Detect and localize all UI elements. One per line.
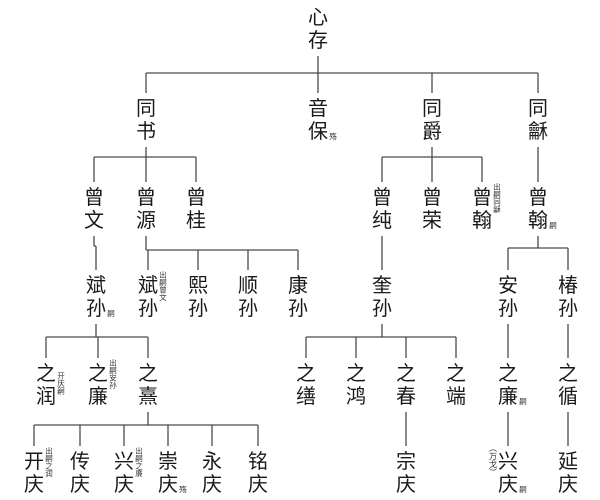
person-note: 出嗣安孙	[108, 358, 117, 390]
person-name-char-2: 庆	[202, 472, 222, 496]
person-name-char-1: 宗	[396, 449, 416, 473]
person-name-char-1: 曾	[136, 185, 156, 209]
person-note: 出嗣之润	[44, 446, 53, 478]
person-name-char-2: 庆	[70, 472, 90, 496]
person-note: 殇	[178, 484, 187, 494]
person-name-char-1: 之	[88, 361, 108, 385]
person-name-char-1: 之	[138, 361, 158, 385]
person-note: 殇	[328, 131, 337, 141]
person-name-char-2: 廉	[498, 384, 518, 408]
person-name-char-2: 孙	[138, 296, 158, 320]
person-name-char-2: 纯	[372, 208, 392, 232]
person-name-char-2: 春	[396, 384, 416, 408]
person-name-char-2: 荣	[422, 208, 442, 232]
person-name-char-1: 之	[296, 361, 316, 385]
person-name-char-2: 熹	[138, 384, 158, 408]
person-note: 嗣	[519, 397, 528, 406]
tree-nodes: 心存同书曾文斌孙嗣之润开庆嗣之廉出嗣安孙之熹开庆出嗣之润传庆兴庆出嗣之廉崇庆殇永…	[24, 5, 578, 496]
person-name-char-2: 孙	[238, 296, 258, 320]
person-name-char-1: 之	[558, 361, 578, 385]
person-name-char-1: 兴	[114, 449, 134, 473]
person-name-char-1: 曾	[422, 185, 442, 209]
person-name-char-1: 之	[346, 361, 366, 385]
person-name-char-1: 安	[498, 273, 518, 297]
person-name-char-1: 永	[202, 449, 222, 473]
person-name-char-2: 孙	[288, 296, 308, 320]
person-name-char-2: 爵	[422, 119, 442, 143]
person-name-char-2: 庆	[158, 472, 178, 496]
person-name-char-1: 椿	[558, 273, 578, 297]
person-name-char-1: 音	[308, 96, 328, 120]
person-name-char-1: 熙	[188, 273, 208, 297]
person-name-char-1: 斌	[86, 273, 106, 297]
person-name-char-2: 翰	[472, 208, 492, 232]
person-name-char-1: 铭	[248, 449, 268, 473]
person-name-char-2: 保	[308, 119, 328, 143]
person-name-char-2: 龢	[528, 119, 548, 143]
person-name-char-1: 开	[24, 449, 44, 473]
person-name-char-1: 同	[528, 96, 548, 120]
tree-connector-lines	[33, 56, 569, 446]
person-note: 出嗣同龢	[492, 182, 501, 215]
person-name-char-2: 源	[136, 208, 156, 232]
person-name-char-1: 曾	[186, 185, 206, 209]
person-name-char-2: 文	[84, 208, 104, 232]
person-name-char-2: 循	[558, 384, 578, 408]
person-note: 出嗣曾文	[158, 270, 167, 303]
person-name-char-2: 桂	[186, 208, 206, 232]
person-name-char-1: 曾	[372, 185, 392, 209]
person-name-char-2: 端	[446, 384, 466, 408]
person-note: 嗣	[107, 309, 116, 318]
person-note: 嗣	[519, 485, 528, 494]
person-name-char-1: 之	[36, 361, 56, 385]
person-name-char-1: 之	[396, 361, 416, 385]
person-name-char-2: 庆	[248, 472, 268, 496]
person-name-char-1: 斌	[138, 273, 158, 297]
person-name-char-1: 曾	[84, 185, 104, 209]
person-name-char-2: 润	[36, 384, 56, 408]
person-note: 出嗣之廉	[134, 446, 143, 479]
person-note: 开庆嗣	[56, 371, 65, 395]
person-name-char-2: 庆	[396, 472, 416, 496]
person-name-char-2: 翰	[528, 208, 548, 232]
person-name-char-1: 曾	[472, 185, 492, 209]
person-name-char-2: 缮	[296, 384, 316, 408]
person-name-char-1: 奎	[372, 273, 392, 297]
person-name-char-1: 延	[558, 449, 578, 473]
person-name-char-1: 同	[422, 96, 442, 120]
person-name-char-1: 康	[288, 273, 308, 297]
person-name-char-2: 孙	[188, 296, 208, 320]
person-name-char-1: 心	[308, 5, 328, 29]
person-name-char-1: 同	[136, 96, 156, 120]
person-name-char-2: 孙	[498, 296, 518, 320]
person-name-char-2: 孙	[86, 296, 106, 320]
person-name-char-2: 书	[136, 119, 156, 143]
person-name-char-2: 庆	[24, 472, 44, 496]
person-name-char-2: 廉	[88, 384, 108, 408]
person-name-char-2: 庆	[114, 472, 134, 496]
person-name-char-2: 庆	[498, 472, 518, 496]
person-name-char-2: 庆	[558, 472, 578, 496]
person-name-char-1: 传	[70, 449, 90, 473]
person-note: 嗣	[549, 221, 558, 230]
person-name-char-1: 曾	[528, 185, 548, 209]
person-name-char-2: 存	[308, 28, 328, 52]
person-name-char-1: 之	[498, 361, 518, 385]
person-name-char-1: 之	[446, 361, 466, 385]
person-name-char-2: 孙	[372, 296, 392, 320]
person-name-char-2: 孙	[558, 296, 578, 320]
person-courtesy-name: （万戈）	[489, 444, 498, 476]
person-name-char-1: 兴	[498, 449, 518, 473]
person-name-char-1: 顺	[238, 273, 258, 297]
person-name-char-2: 鸿	[346, 384, 366, 408]
person-name-char-1: 崇	[158, 449, 178, 473]
